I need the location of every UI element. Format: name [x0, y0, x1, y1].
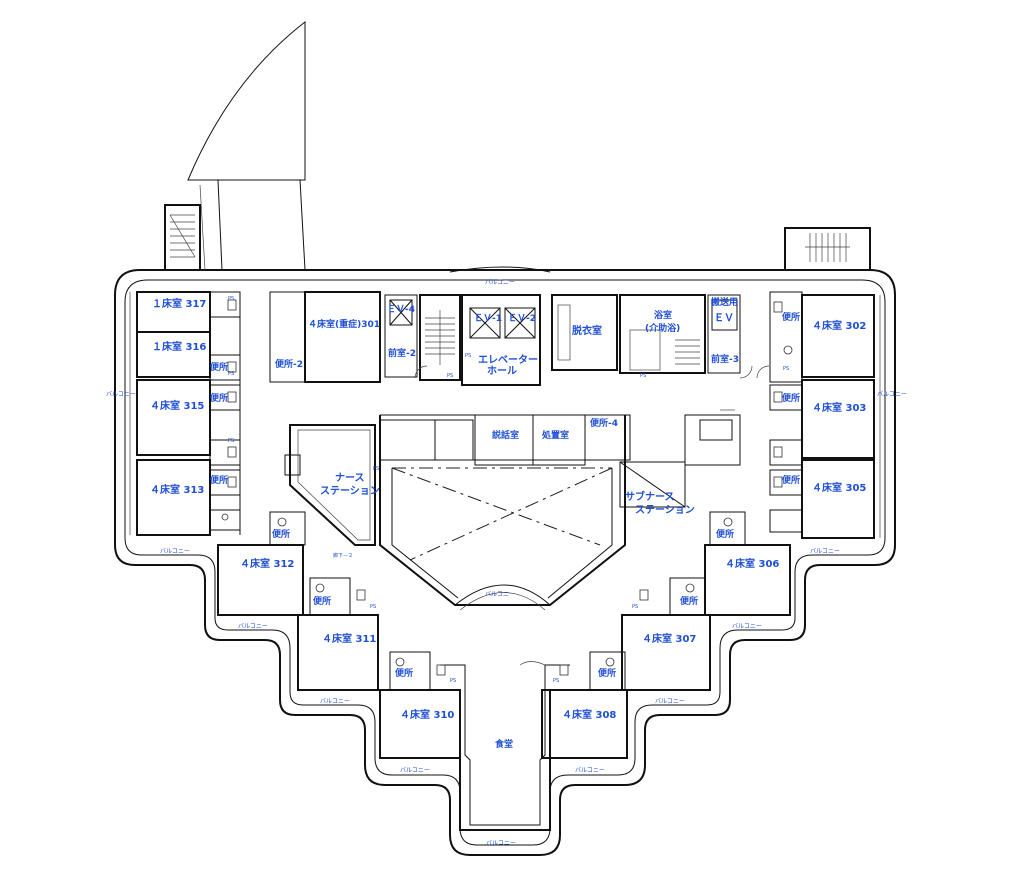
west-wing — [129, 291, 241, 536]
ps-labels: PS PS PS PS PS PS PS PS PS PS PS PS — [228, 296, 789, 684]
label-transport: 搬送用 — [711, 296, 738, 308]
balcony-labels: バルコニー バルコニー バルコニー バルコニー バルコニー バルコニー バルコニ… — [106, 279, 907, 847]
elevator-shafts — [389, 299, 738, 339]
label-balcony: バルコニー — [320, 698, 350, 705]
label-sub-nurse-1: サブナース — [625, 490, 675, 503]
east-wing — [769, 294, 881, 539]
atrium-void — [391, 467, 613, 611]
label-toilet: 便所 — [210, 392, 228, 404]
doors — [414, 365, 770, 411]
room-label-303: ４床室 303 — [812, 401, 866, 414]
nurse-station — [284, 424, 376, 546]
toilet-labels: 便所 便所 便所 便所 便所 便所 便所 便所 便所 便所 便所 便所 — [210, 311, 800, 679]
label-ps: PS — [228, 371, 234, 377]
label-bath-1: 浴室 — [654, 309, 672, 321]
label-nurse-station-1: ナース — [335, 472, 365, 484]
label-bath-2: (介助浴) — [645, 322, 680, 334]
label-toilet-4: 便所-4 — [590, 417, 618, 429]
label-toilet: 便所 — [313, 595, 331, 607]
room-label-305: ４床室 305 — [812, 481, 866, 494]
room-labels: １床室 317 １床室 316 ４床室 315 ４床室 313 ４床室 312 … — [150, 296, 866, 750]
label-ps: PS — [640, 373, 646, 379]
north-center-rooms — [269, 291, 803, 386]
south-rooms — [217, 511, 791, 759]
label-ev4: ＥＶ-4 — [387, 304, 415, 315]
label-balcony: バルコニー — [810, 548, 840, 555]
label-balcony: バルコニー — [485, 279, 515, 286]
label-balcony: バルコニー — [106, 391, 136, 398]
label-elevator-hall-1: エレベーター — [478, 354, 538, 366]
label-toilet: 便所 — [272, 528, 290, 540]
label-balcony: バルコニー — [400, 767, 430, 774]
label-corridor-2: 廊下－２ — [333, 552, 353, 559]
room-label-306: ４床室 306 — [725, 557, 779, 570]
label-consult-room: 説話室 — [492, 429, 519, 441]
label-ps: PS — [553, 678, 559, 684]
label-ps: PS — [373, 466, 379, 472]
label-toilet: 便所 — [782, 311, 800, 323]
room-label-302: ４床室 302 — [812, 319, 866, 332]
label-ev2: ＥＶ-2 — [508, 313, 536, 324]
label-balcony: バルコニー — [486, 840, 516, 847]
label-ps: PS — [447, 373, 453, 379]
room-label-308: ４床室 308 — [562, 708, 616, 721]
label-toilet: 便所 — [210, 361, 228, 373]
outer-balcony-outline — [114, 269, 896, 856]
sub-nurse-station — [619, 414, 741, 508]
label-balcony: バルコニー — [655, 698, 685, 705]
room-label-313: ４床室 313 — [150, 483, 204, 496]
label-toilet: 便所 — [210, 474, 228, 486]
label-balcony: バルコニー — [238, 623, 268, 630]
roof-arc — [449, 266, 551, 273]
bath-fixtures — [557, 304, 700, 371]
label-nurse-station-2: ステーション — [320, 485, 380, 497]
label-dressing-room: 脱衣室 — [572, 324, 602, 337]
label-balcony: バルコニー — [575, 767, 605, 774]
label-dining-hall: 食堂 — [494, 738, 513, 750]
label-ps: PS — [228, 438, 234, 444]
label-balcony: バルコニー — [485, 591, 515, 598]
label-ps: PS — [450, 678, 456, 684]
room-label-315: ４床室 315 — [150, 399, 204, 412]
label-ev: ＥＶ — [714, 312, 734, 324]
label-sub-nurse-2: ステーション — [635, 504, 695, 516]
label-toilet: 便所 — [782, 392, 800, 404]
label-ps: PS — [632, 604, 638, 610]
label-toilet: 便所 — [782, 474, 800, 486]
label-balcony: バルコニー — [877, 391, 907, 398]
stair-center — [425, 310, 455, 365]
label-front-room-2: 前室-2 — [388, 347, 416, 359]
label-toilet: 便所 — [716, 528, 734, 540]
east-fixtures — [773, 301, 793, 488]
label-ev1: ＥＶ-1 — [474, 313, 502, 324]
label-toilet-2: 便所-2 — [275, 358, 303, 370]
room-label-311: ４床室 311 — [322, 632, 376, 645]
label-ps: PS — [370, 604, 376, 610]
west-fixtures — [221, 299, 237, 521]
room-label-316: １床室 316 — [152, 340, 206, 353]
room-label-317: １床室 317 — [152, 297, 206, 310]
room-label-310: ４床室 310 — [400, 708, 454, 721]
label-ps: PS — [465, 353, 471, 359]
dining-hall — [440, 661, 570, 831]
central-core — [379, 414, 631, 606]
label-toilet: 便所 — [680, 595, 698, 607]
label-toilet: 便所 — [395, 667, 413, 679]
label-toilet: 便所 — [598, 667, 616, 679]
stair-northwest — [164, 204, 201, 271]
south-fixtures — [277, 517, 733, 676]
label-elevator-hall-2: ホール — [487, 365, 517, 377]
label-ps: PS — [228, 296, 234, 302]
stair-northeast — [784, 227, 871, 271]
label-ps: PS — [783, 366, 789, 372]
entrance-canopy — [187, 20, 306, 271]
label-front-room-3: 前室-3 — [711, 353, 739, 365]
room-label-312: ４床室 312 — [240, 557, 294, 570]
label-treatment-room: 処置室 — [541, 429, 569, 441]
room-label-307: ４床室 307 — [642, 632, 696, 645]
label-balcony: バルコニー — [160, 548, 190, 555]
label-balcony: バルコニー — [732, 623, 762, 630]
room-label-301: ４床室(重症)301 — [308, 318, 380, 330]
